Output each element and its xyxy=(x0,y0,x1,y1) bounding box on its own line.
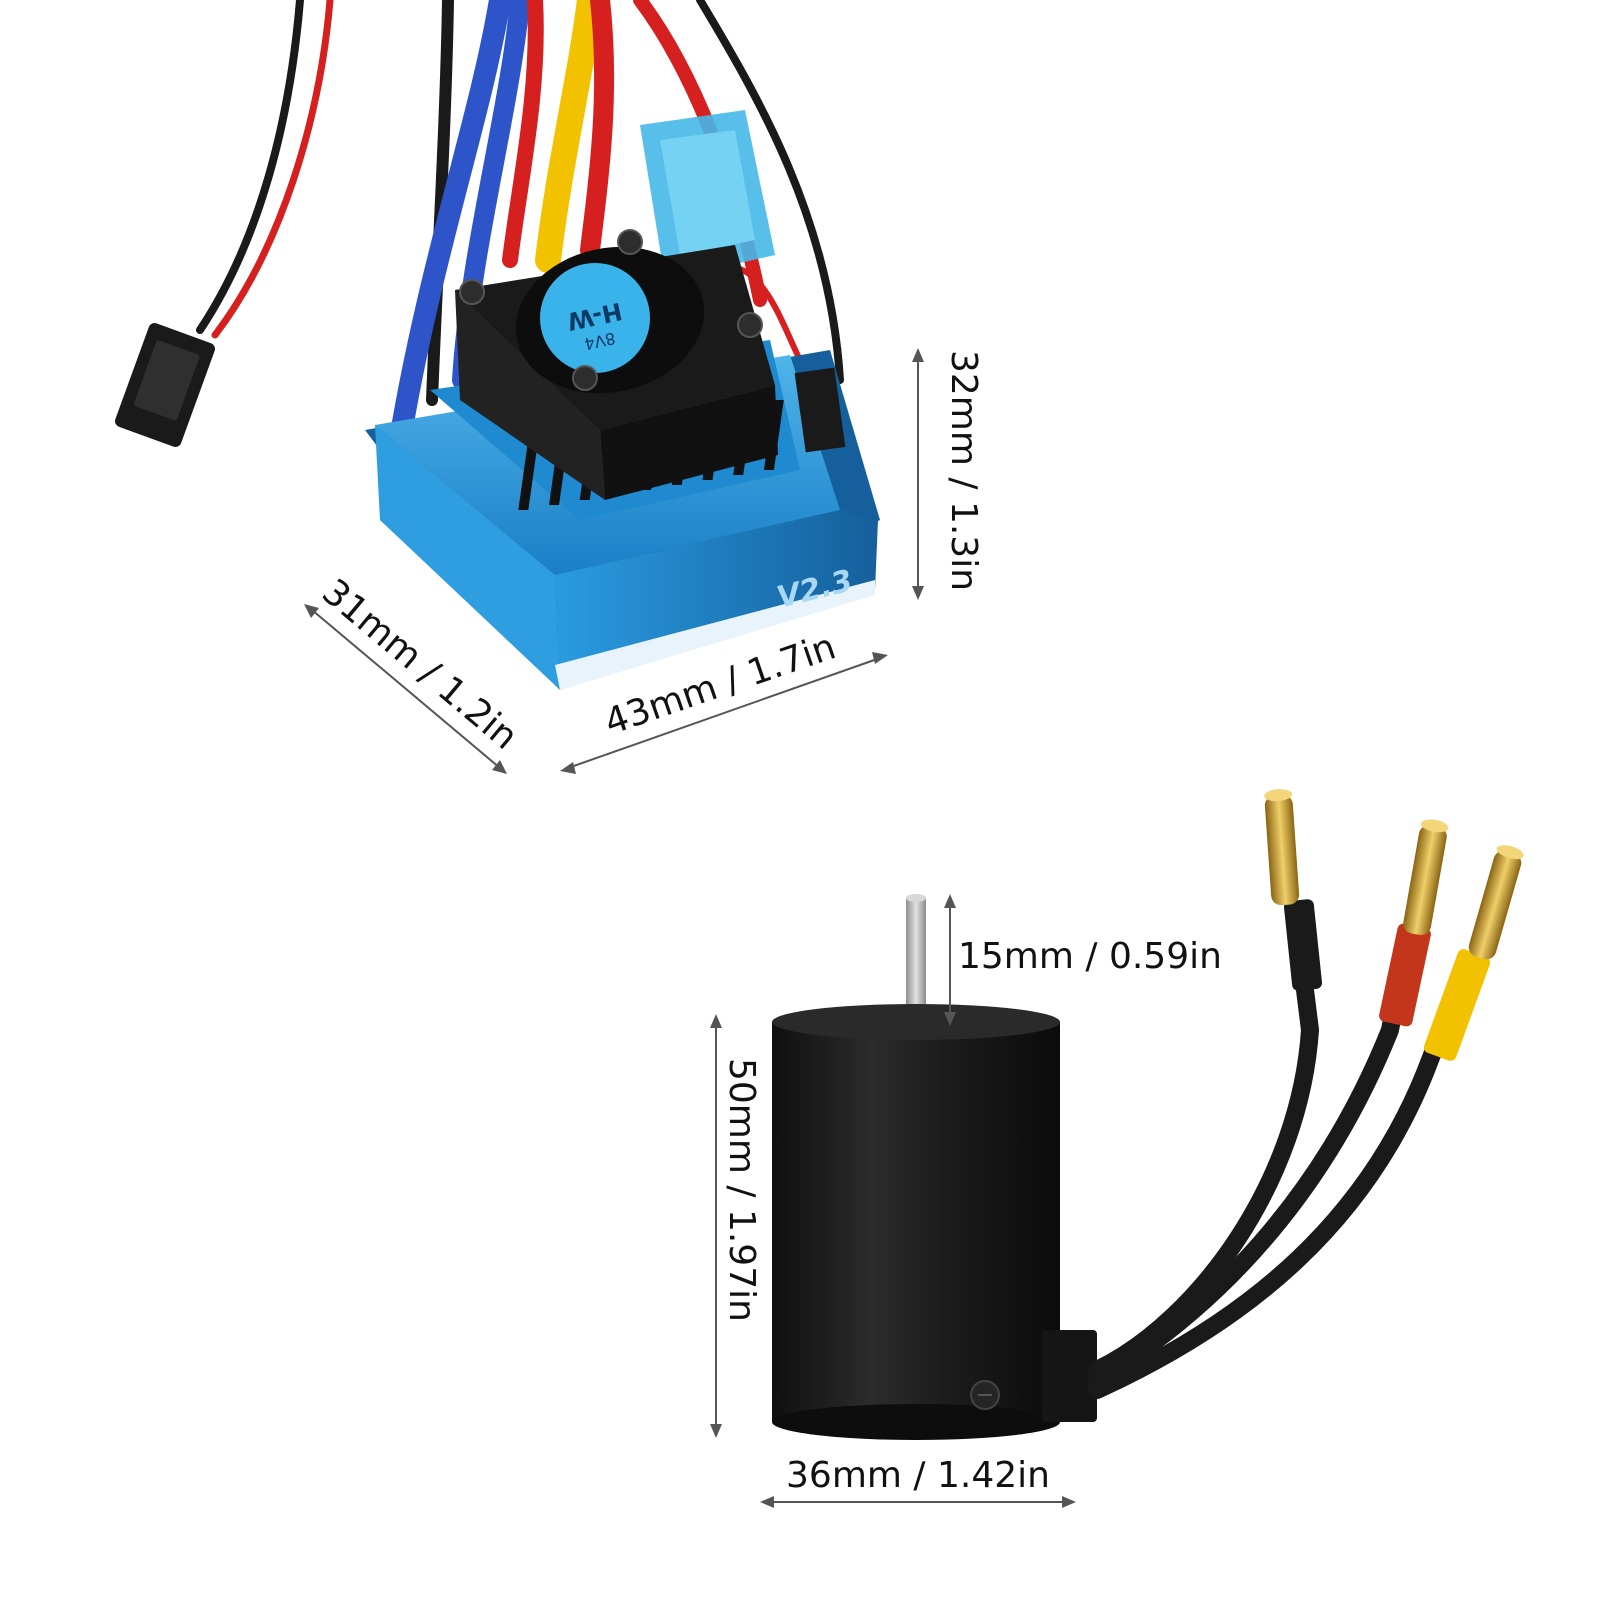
esc-unit: V2.3 H-W 8V4 xyxy=(114,0,880,690)
cable-exit-block xyxy=(1042,1330,1097,1422)
esc-height-dimension: 32mm / 1.3in xyxy=(912,348,984,600)
motor-diameter-dimension: 36mm / 1.42in xyxy=(760,1455,1076,1508)
lead-sleeves xyxy=(1283,899,1491,1061)
wire-yellow xyxy=(535,0,603,273)
bullet-connector-3 xyxy=(1468,845,1524,960)
esc-wires xyxy=(196,0,844,451)
wire-black-right xyxy=(696,0,844,384)
servo-wire-black xyxy=(196,0,304,334)
dim-label-motor-length: 50mm / 1.97in xyxy=(721,1058,762,1322)
brushless-motor xyxy=(772,894,1097,1440)
dim-label-motor-shaft: 15mm / 0.59in xyxy=(958,936,1222,977)
motor-shaft-dimension: 15mm / 0.59in xyxy=(944,894,1222,1026)
sleeve-black xyxy=(1283,899,1323,991)
bullet-connectors xyxy=(1264,789,1524,960)
servo-wire-red xyxy=(211,0,334,339)
bullet-connector-2 xyxy=(1403,819,1449,936)
dim-label-esc-height: 32mm / 1.3in xyxy=(943,350,984,591)
bullet-connector-1 xyxy=(1264,789,1300,906)
wire-black-left xyxy=(426,0,454,406)
fan-sticker xyxy=(540,263,650,373)
fan-screws xyxy=(459,229,763,391)
lead-yellow xyxy=(1088,961,1474,1399)
motor-leads xyxy=(1088,941,1474,1399)
servo-connector xyxy=(114,323,216,447)
wire-red-a xyxy=(502,0,544,268)
motor-body xyxy=(772,1022,1060,1422)
sleeve-yellow xyxy=(1423,949,1491,1061)
power-switch xyxy=(640,110,775,280)
fan-plug xyxy=(794,367,846,453)
motor-length-dimension: 50mm / 1.97in xyxy=(710,1014,762,1438)
lead-red xyxy=(1088,941,1414,1389)
motor-shaft xyxy=(906,898,926,1023)
wire-blue-left xyxy=(389,0,511,451)
wire-red-b xyxy=(580,0,615,260)
sleeve-red xyxy=(1379,923,1431,1027)
dim-label-motor-diameter: 36mm / 1.42in xyxy=(786,1455,1050,1496)
cooling-fan: H-W 8V4 xyxy=(455,229,778,500)
